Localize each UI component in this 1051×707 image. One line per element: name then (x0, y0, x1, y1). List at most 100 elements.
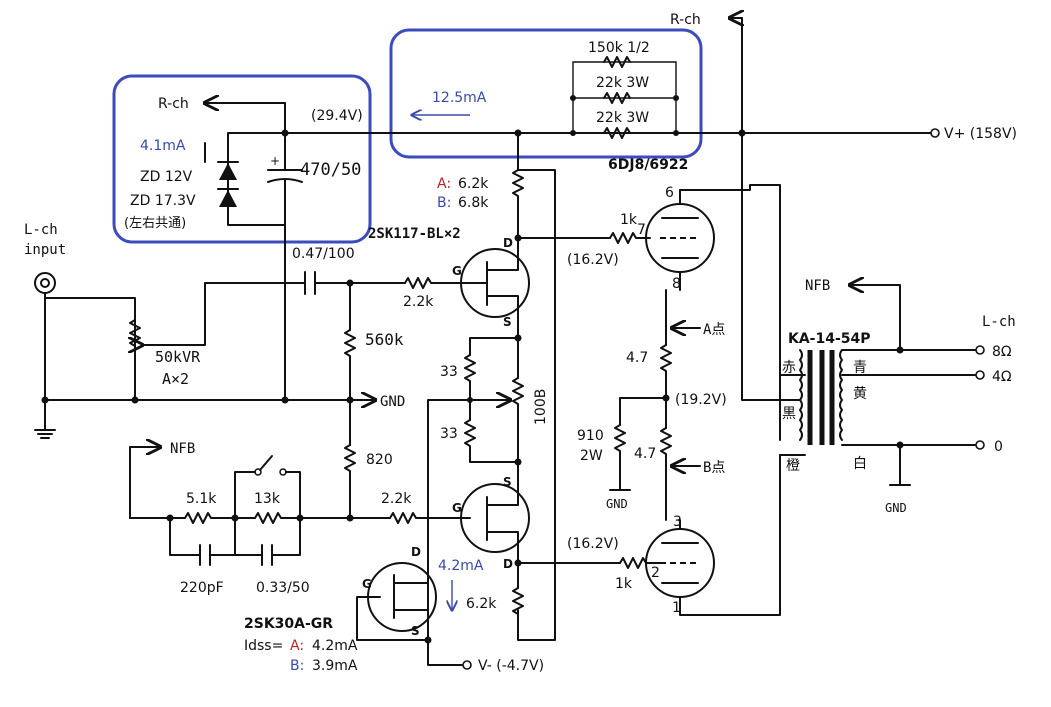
fet-cs-label: 2SK30A-GR (244, 616, 333, 632)
pin-d3: D (411, 545, 421, 559)
gnd-mid-label: GND (380, 394, 405, 410)
wire-white-label: 白 (853, 456, 867, 472)
dropper-resistors (570, 56, 679, 139)
idss-b-value: 3.9mA (312, 658, 358, 674)
out-0-label: 0 (994, 439, 1003, 455)
b-value: 6.8k (458, 195, 489, 211)
current-4-2ma-label: 4.2mA (438, 558, 484, 574)
r100b-label: 100B (533, 389, 549, 425)
pin3-label: 3 (673, 514, 682, 530)
dropper-resistor-highlight (389, 28, 703, 159)
nfb-left-label: NFB (170, 441, 195, 457)
out-4-label: 4Ω (992, 369, 1012, 385)
r22k-a-label: 22k 3W (596, 75, 649, 91)
cathode-network (614, 289, 701, 521)
v162-top-label: (16.2V) (567, 252, 619, 268)
out-8-label: 8Ω (992, 344, 1012, 360)
point-b-label: B点 (703, 460, 725, 476)
plus-sign: + (270, 154, 280, 168)
v162-bot-label: (16.2V) (567, 536, 619, 552)
pin-g3: G (362, 577, 372, 591)
idss-a-letter: A: (290, 638, 304, 654)
lch-out-label: L-ch (982, 314, 1016, 330)
nfb-network (129, 399, 471, 566)
r1k-bot-label: 1k (615, 576, 633, 592)
upper-tube (645, 184, 781, 441)
point-a-label: A点 (703, 322, 725, 338)
gnd-tube-label: GND (606, 497, 628, 511)
v192-label: (19.2V) (675, 392, 727, 408)
a-label: A: (437, 176, 451, 192)
rch-top-label: R-ch (670, 12, 701, 28)
zd12-label: ZD 12V (140, 169, 193, 185)
r910-label-2: 2W (580, 448, 603, 464)
wire-red-label: 赤 (782, 360, 796, 376)
r22k-gate-label: 2.2k (403, 294, 434, 310)
fet-top-label: 2SK117-BL×2 (368, 226, 461, 242)
pin-g1: G (452, 264, 462, 278)
nfb-right-label: NFB (805, 278, 830, 294)
zener-supply-highlight (112, 74, 372, 244)
r820-label: 820 (366, 452, 393, 468)
r47b-label: 4.7 (634, 446, 656, 462)
idss-b-letter: B: (290, 658, 304, 674)
r22k-low-label: 2.2k (381, 491, 412, 507)
pin6-label: 6 (665, 185, 674, 201)
source-network (427, 334, 524, 626)
v-plus-label: V+ (158V) (944, 126, 1017, 142)
zd173-label: ZD 17.3V (130, 193, 196, 209)
common-label: (左右共通) (124, 216, 186, 231)
gnd-out-label: GND (885, 501, 907, 515)
pin-d2: D (503, 557, 513, 571)
wire-orange-label: 橙 (786, 458, 800, 474)
pin-s3: S (411, 624, 420, 638)
b-plus-rail (281, 128, 940, 138)
r33b-label: 33 (440, 426, 458, 442)
r22k-b-label: 22k 3W (596, 110, 649, 126)
pin-d1: D (503, 236, 513, 250)
current-source-fet (356, 559, 472, 670)
v-minus-label: V- (-4.7V) (478, 658, 544, 674)
cap047-label: 0.47/100 (292, 246, 355, 262)
current-12-5ma-label: 12.5mA (432, 90, 487, 106)
wire-blue-label: 青 (853, 360, 867, 376)
r150k-label: 150k 1/2 (588, 40, 650, 56)
upper-fet (460, 132, 651, 339)
transformer-label: KA-14-54P (788, 331, 871, 347)
tube-type-label: 6DJ8/6922 (608, 157, 688, 173)
current-4-1ma-label: 4.1mA (140, 138, 186, 154)
v29-4-label: (29.4V) (311, 108, 363, 124)
r51k-label: 5.1k (186, 491, 217, 507)
output-transformer (741, 132, 985, 486)
pin7-label: 7 (637, 222, 646, 238)
r560k-label: 560k (365, 330, 404, 349)
vr-label-2: A×2 (162, 370, 189, 388)
rch-left-label: R-ch (158, 96, 189, 112)
lower-fet (460, 483, 661, 615)
pin1-label: 1 (672, 600, 681, 616)
a-value: 6.2k (458, 176, 489, 192)
input-section (34, 259, 471, 439)
pin-s1: S (503, 315, 512, 329)
pin-s2: S (503, 475, 512, 489)
lch-input-label-2: input (24, 242, 66, 258)
r33a-label: 33 (440, 364, 458, 380)
idss-label: Idss= (244, 638, 283, 654)
vr-label: 50kVR (155, 348, 201, 366)
zener-supply (205, 103, 303, 261)
wire-black-label: 黒 (782, 406, 796, 422)
r1k-top-label: 1k (620, 212, 638, 228)
c220p-label: 220pF (180, 580, 224, 596)
idss-a-value: 4.2mA (312, 638, 358, 654)
lch-input-label: L-ch (24, 222, 58, 238)
r910-label: 910 (577, 428, 604, 444)
r47a-label: 4.7 (626, 350, 648, 366)
pin-g2: G (452, 501, 462, 515)
b-label: B: (437, 195, 451, 211)
r13k-label: 13k (254, 491, 281, 507)
cap470-label: 470/50 (300, 160, 361, 180)
wire-yellow-label: 黄 (853, 385, 867, 402)
c033-label: 0.33/50 (256, 580, 310, 596)
pin2-label: 2 (651, 565, 660, 581)
